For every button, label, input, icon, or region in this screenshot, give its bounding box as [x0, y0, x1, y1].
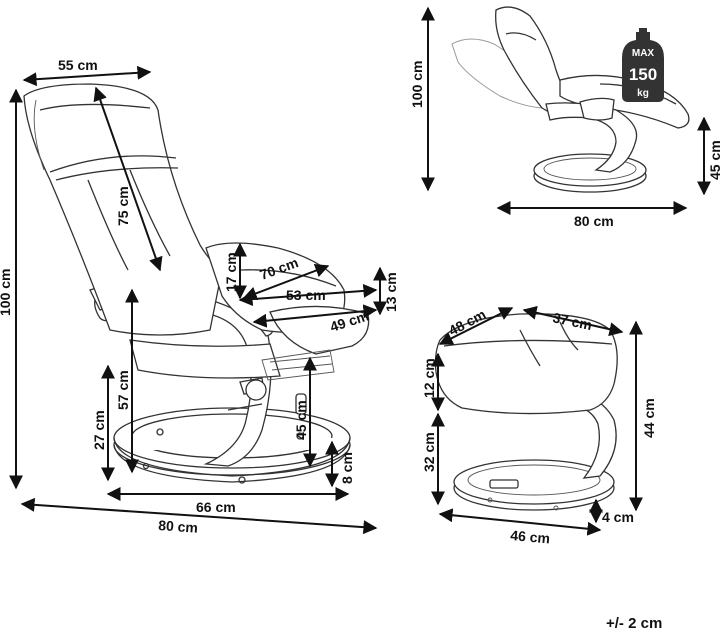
dim-backrest-diag: 75 cm [115, 186, 131, 226]
dim-stool-base-diameter: 46 cm [510, 527, 551, 546]
dimension-labels: 55 cm 75 cm 100 cm 17 cm 70 cm 53 cm 13 … [0, 57, 720, 632]
dim-seat-depth: 53 cm [286, 287, 326, 303]
dim-base-width: 66 cm [196, 499, 236, 515]
max-weight-badge: MAX 150 kg [622, 28, 664, 102]
dim-reclined-height: 100 cm [409, 61, 425, 108]
dim-base-height: 8 cm [339, 452, 355, 484]
dim-stool-base-thickness: 4 cm [602, 509, 634, 525]
dim-arm-floor: 57 cm [115, 370, 131, 410]
reclined-chair-drawing [451, 6, 690, 193]
footstool-drawing [434, 313, 618, 511]
dimension-lines [9, 6, 711, 536]
max-label-top: MAX [632, 48, 655, 59]
dim-reclined-footrest: 45 cm [707, 140, 720, 180]
armchair-drawing [23, 83, 370, 484]
dim-reclined-depth: 80 cm [574, 213, 614, 229]
dim-seat-cushion: 13 cm [383, 272, 399, 312]
max-label-unit: kg [637, 88, 649, 99]
dim-total-depth: 80 cm [158, 517, 199, 536]
dim-seat-floor: 45 cm [293, 400, 309, 440]
max-label-value: 150 [629, 65, 657, 84]
dim-stool-leg-height: 32 cm [421, 432, 437, 472]
dim-width-top: 55 cm [58, 57, 98, 73]
dim-under-seat: 27 cm [91, 410, 107, 450]
dim-stool-cushion: 12 cm [421, 358, 437, 398]
dim-stool-total-height: 44 cm [641, 398, 657, 438]
tolerance-note: +/- 2 cm [606, 615, 662, 632]
dim-armrest-height: 17 cm [223, 252, 239, 292]
dim-total-height: 100 cm [0, 269, 13, 316]
